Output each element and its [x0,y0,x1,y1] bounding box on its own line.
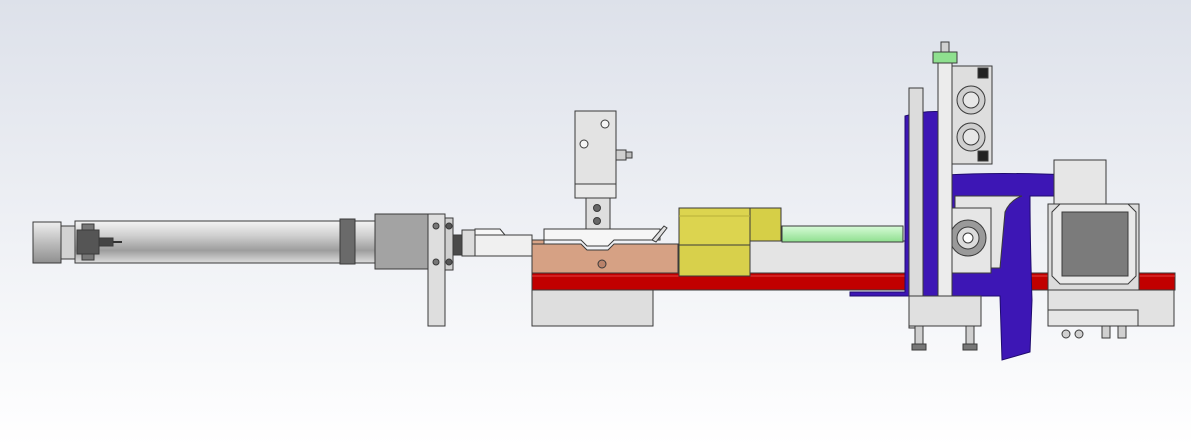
clamp-hole-side [579,139,589,149]
post-foot-screw-left [914,325,924,345]
clamp-body [574,110,617,185]
bearing-housing [949,207,992,274]
rod-coupler [474,234,533,257]
vertical-post-left [908,87,924,329]
cylinder-end-cap [32,221,62,264]
motor-bracket-top [1053,159,1107,205]
motor-foot-screw-4 [1117,325,1127,339]
post-green-cap [932,51,958,64]
cylinder-band [339,218,356,265]
clamp-screw-tip [625,151,633,159]
bearing-bore [962,232,974,244]
green-guide-bar [781,225,904,243]
cylinder-collar [60,225,76,260]
cylinder-barrel [74,220,376,264]
piston-rod-coupler [452,228,533,257]
post-base-block [908,295,982,327]
sensor-clip-bottom [81,253,95,261]
sensor-clip-top [81,223,95,231]
sensor-cable-plug [98,237,114,247]
clamp-stem-bolt-bottom [593,217,601,225]
carriage-plate [749,240,911,274]
yellow-block-lower [678,244,751,277]
motor-body [1061,211,1129,277]
salmon-slider-block [531,225,679,274]
stepper-motor [1047,159,1140,339]
yellow-block-cap [749,207,782,242]
post-foot-nut-right [962,343,978,351]
valve-port-top [977,67,989,79]
valve-port-bottom [977,150,989,162]
motor-foot-screw-1 [1061,329,1071,339]
motor-foot-screw-3 [1101,325,1111,339]
mount-bolt-bottom [445,258,453,266]
post-foot-nut-left [911,343,927,351]
left-base-block [531,289,654,327]
valve-knob-upper-inner [962,91,980,109]
rod-nut [452,234,463,256]
pneumatic-cylinder [32,218,376,265]
plate-bolt-top [432,222,440,230]
vertical-post-main [937,62,953,326]
clamp-screw-head [615,149,627,161]
post-foot-screw-right [965,325,975,345]
cylinder-mount-block [374,213,429,270]
valve-knob-lower-inner [962,128,980,146]
sensor-clip [76,229,100,255]
motor-base [1047,309,1139,327]
yellow-block-assembly [678,207,782,277]
vertical-mount-plate [427,213,446,327]
plate-bolt-bottom [432,258,440,266]
motor-foot-screw-2 [1074,329,1084,339]
clamp-assembly [574,110,633,230]
coupler-chamfer [474,228,507,236]
rod-collar [461,229,476,257]
clamp-stem-bolt-top [593,204,601,212]
mount-bolt-top [445,222,453,230]
cylinder-mount [374,213,454,327]
clamp-hole-top [600,119,610,129]
yellow-block-upper [678,207,751,246]
vertical-post-assembly [908,41,993,351]
slider-hole [597,259,607,269]
slider-pin [651,225,668,243]
green-guide [781,225,904,243]
slider-body [531,243,679,274]
clamp-lower-plate [574,183,617,199]
post-top-pin [940,41,950,53]
